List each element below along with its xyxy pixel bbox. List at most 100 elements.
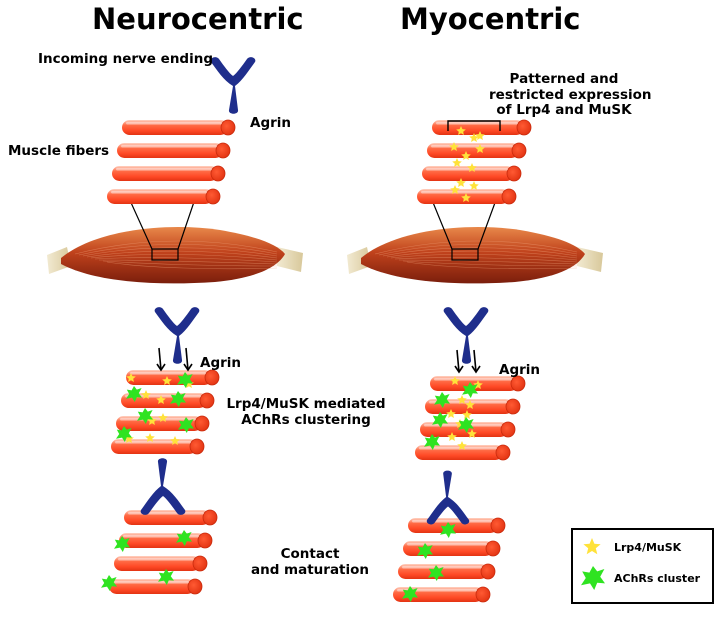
arrow-head [183, 363, 193, 372]
muscle-belly [361, 227, 585, 284]
agrin-molecule [140, 458, 186, 515]
fiber-end [500, 421, 516, 438]
label-incoming-nerve-ending: Incoming nerve ending [38, 51, 213, 67]
fiber-end [505, 398, 521, 415]
zoom-neurocentric [127, 195, 197, 261]
fiber-end [194, 415, 210, 432]
muscle-fiber [432, 120, 524, 135]
label-clustering: Lrp4/MuSK mediated AChRs clustering [226, 396, 386, 428]
fiber-highlight [130, 372, 206, 375]
muscle-fiber [107, 189, 213, 204]
fiber-bundle-neuro-middle [111, 369, 220, 455]
fiber-end [511, 142, 527, 159]
achr-cluster [432, 412, 448, 428]
fiber-highlight [419, 447, 497, 450]
achr-cluster [434, 392, 450, 408]
legend-label-achrs-cluster: AChRs cluster [614, 572, 701, 585]
lrp4-musk-star [446, 409, 456, 418]
label-muscle-fibers: Muscle fibers [8, 143, 110, 159]
legend-star-icon [583, 538, 601, 555]
muscle-fiber [122, 120, 228, 135]
muscle-striation [406, 261, 578, 270]
fiber-bundle-neuro-bottom [101, 509, 218, 595]
muscle-fiber [114, 556, 200, 571]
achr-cluster [424, 434, 440, 450]
agrin-neuro-bottom [140, 458, 186, 515]
muscle-striation [102, 260, 278, 267]
tendon-left [47, 247, 71, 274]
lrp4-musk-star [126, 373, 136, 382]
label-contact-line-2: and maturation [250, 561, 370, 578]
achr-cluster [137, 408, 153, 424]
fiber-end [490, 517, 506, 534]
muscle-fiber [121, 393, 207, 408]
label-agrin-myo-middle: Agrin [499, 362, 541, 378]
muscle-fiber [117, 143, 223, 158]
lrp4-musk-star [469, 133, 479, 142]
achr-cluster [458, 417, 474, 433]
fiber-highlight [402, 566, 482, 569]
muscle-striation [90, 254, 278, 261]
fiber-highlight [431, 145, 513, 148]
arrow-head [156, 363, 166, 372]
fiber-end [480, 563, 496, 580]
muscle-striation [398, 259, 578, 265]
arrow-neuro-left [156, 347, 166, 372]
zoom-box [451, 248, 479, 261]
achr-cluster [462, 382, 478, 398]
lrp4-musk-star [449, 142, 459, 151]
lrp4-musk-star [456, 178, 466, 187]
lrp4-musk-star [462, 410, 472, 419]
achr-cluster [402, 586, 418, 602]
agrin-molecule [210, 57, 256, 114]
muscle-striation [94, 257, 278, 263]
fiber-end [204, 369, 220, 386]
achr-cluster [170, 391, 186, 407]
muscle-striation [386, 250, 578, 259]
legend-cluster-icon [581, 566, 605, 590]
muscle-neurocentric [47, 227, 303, 284]
muscle-striation [106, 261, 278, 270]
muscle-fiber [112, 166, 218, 181]
muscle-striation [382, 247, 578, 257]
lrp4-musk-star [147, 416, 157, 425]
zoom-line [177, 195, 197, 250]
fiber-end [510, 375, 526, 392]
fiber-bundle-neuro-top [107, 119, 236, 205]
fiber-end [189, 438, 205, 455]
muscle-striation [74, 240, 278, 255]
fiber-highlight [121, 145, 217, 148]
achr-cluster [176, 530, 192, 546]
lrp4-musk-star [452, 158, 462, 167]
zoom-myocentric [431, 199, 497, 261]
lrp4-musk-star [475, 131, 485, 140]
arrow-shaft [473, 349, 477, 373]
agrin-molecule [426, 470, 470, 525]
lrp4-musk-star [447, 432, 457, 441]
lrp4-musk-star [141, 390, 151, 399]
lrp4-musk-star [124, 434, 134, 443]
legend-symbols [581, 538, 605, 590]
zoom-box [151, 248, 179, 261]
fiber-highlight [412, 520, 492, 523]
fiber-highlight [436, 122, 518, 125]
muscle-striation [86, 250, 278, 259]
arrow-shaft [456, 349, 460, 373]
tendon-left [347, 247, 371, 274]
fiber-end [192, 555, 208, 572]
fiber-highlight [116, 168, 212, 171]
achr-cluster [440, 522, 456, 538]
arrow-head [454, 365, 464, 374]
label-contact-maturation: Contact and maturation [250, 546, 370, 578]
lrp4-musk-star [467, 163, 477, 172]
lrp4-musk-star [170, 436, 180, 445]
fiber-end [202, 509, 218, 526]
agrin-molecule [154, 307, 200, 364]
lrp4-musk-star [145, 433, 155, 442]
agrin-neuro-middle [154, 307, 200, 364]
label-contact-line-1: Contact [280, 546, 340, 562]
lrp4-musk-star [457, 395, 467, 404]
muscle-fiber [420, 422, 508, 437]
lrp4-musk-star [456, 126, 466, 135]
lrp4-musk-star [450, 185, 460, 194]
